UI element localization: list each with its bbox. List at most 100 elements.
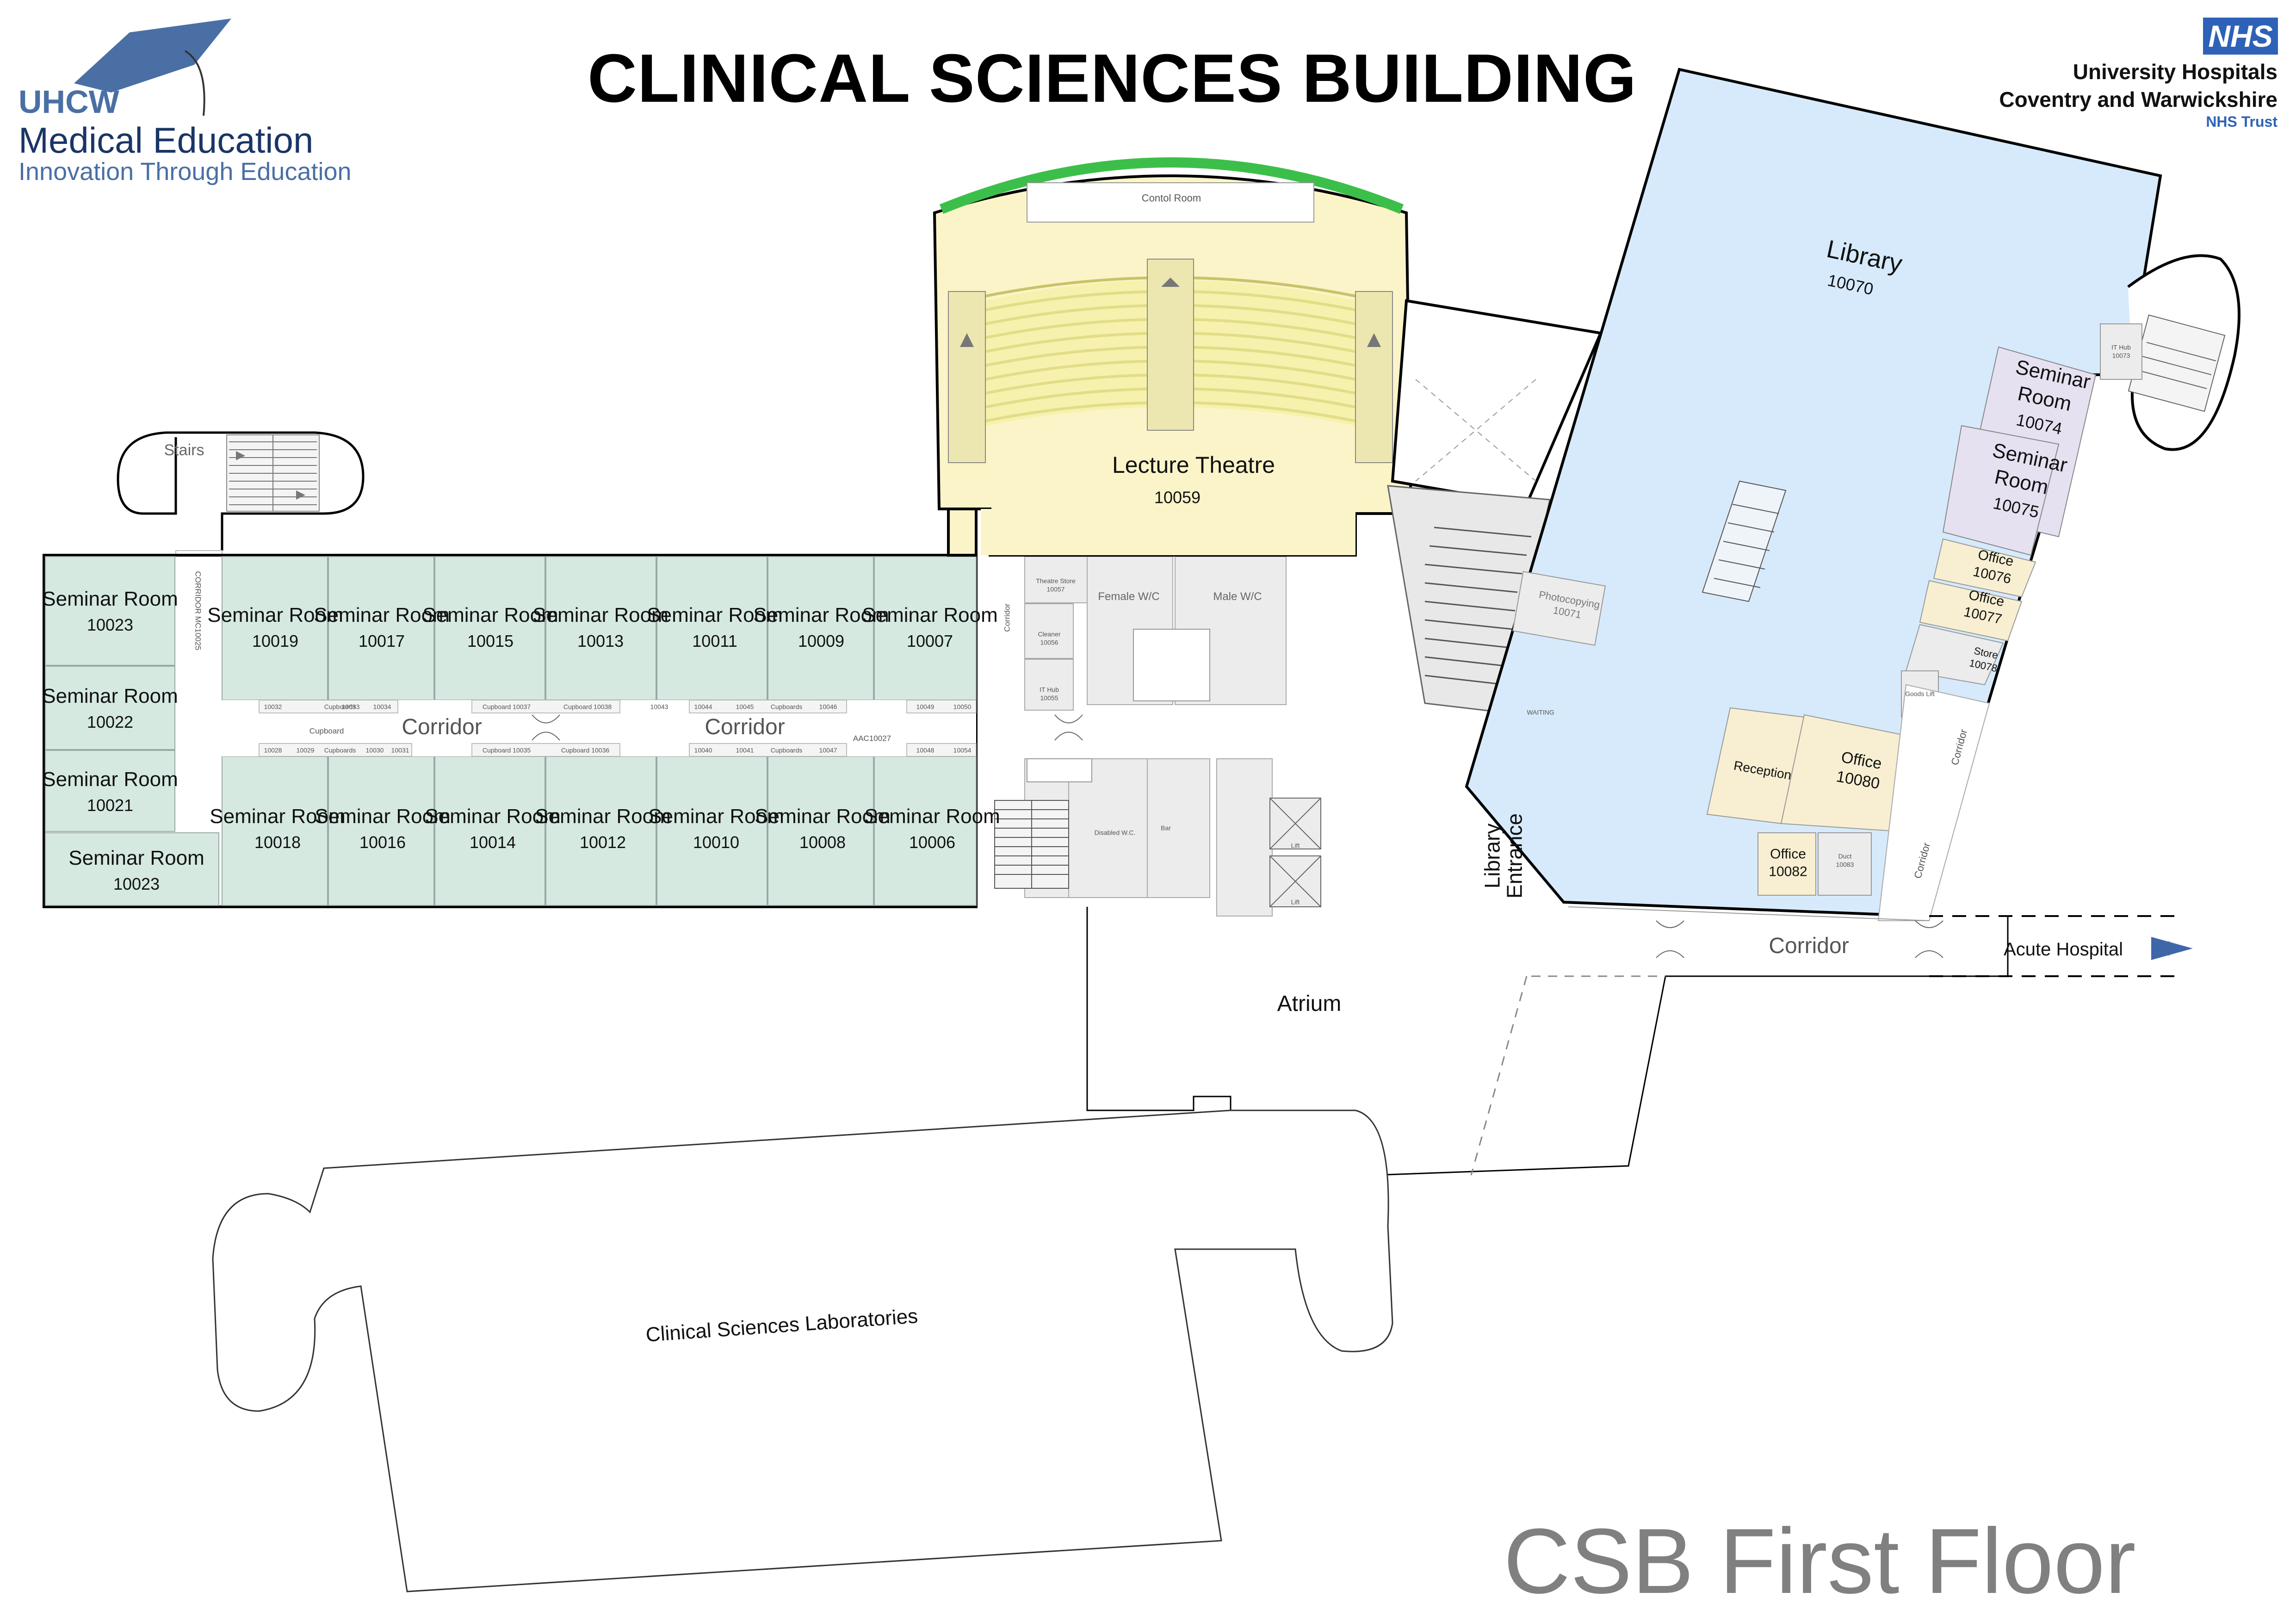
- stairs-label: Stairs: [164, 441, 204, 459]
- seminar-room-label[interactable]: Seminar Room 10008: [755, 804, 890, 853]
- lecture-theatre-label[interactable]: Lecture Theatre: [1112, 452, 1275, 478]
- room-number: 10013: [577, 632, 624, 650]
- cupboard-code: Cupboard 10037: [482, 703, 531, 711]
- room-number: 10023: [113, 874, 160, 893]
- room-number: 10019: [252, 632, 299, 650]
- female-wc-label[interactable]: Female W/C: [1098, 590, 1160, 603]
- library-inner-stair: [1702, 480, 1787, 602]
- it-hub-library: [2100, 323, 2142, 380]
- room-name: Seminar Room: [42, 588, 178, 610]
- room-number: 10007: [906, 632, 953, 650]
- it-hub-library-number: 10073: [2112, 352, 2130, 359]
- lift-label[interactable]: Lift: [1291, 898, 1300, 906]
- room-name: Seminar Room: [648, 805, 784, 828]
- room-name: Seminar Room: [315, 805, 451, 828]
- it-hub-name: IT Hub: [1040, 686, 1059, 694]
- cupboard-code: 10049: [916, 703, 934, 711]
- stairs-arrow: [296, 490, 305, 500]
- cupboard-code: 10030: [365, 746, 384, 754]
- cupboard-code: 10046: [819, 703, 837, 711]
- corridor-label: Corridor: [705, 715, 785, 739]
- office-number: 10082: [1769, 864, 1807, 879]
- room-name: Seminar Room: [422, 604, 558, 626]
- corridor-label: Corridor: [402, 715, 482, 739]
- cupboard-code: 10034: [373, 703, 391, 711]
- door-swings: [532, 714, 1943, 958]
- corridor-edge: [1568, 906, 1930, 921]
- seminar-room-label[interactable]: Seminar Room 10011: [647, 602, 782, 651]
- seminar-room-shapes: [45, 556, 977, 906]
- room-name: Seminar Room: [753, 604, 889, 626]
- room-number: 10018: [254, 833, 301, 852]
- trust-name-line2: Coventry and Warwickshire: [1999, 87, 2277, 112]
- acute-hospital-arrow-tail: [2151, 942, 2170, 955]
- room-number: 10014: [469, 833, 516, 852]
- cupboard-code: Cupboard 10035: [482, 746, 531, 754]
- seminar-room-label[interactable]: Seminar Room 10018: [210, 804, 345, 853]
- cupboard-code: 10040: [694, 746, 712, 754]
- room-name: Seminar Room: [42, 768, 178, 791]
- acute-hospital-label[interactable]: Acute Hospital: [2004, 939, 2123, 960]
- control-room-label: Contol Room: [1141, 192, 1201, 204]
- library-offices: [1706, 538, 2036, 896]
- theatre-store-number: 10057: [1046, 585, 1065, 593]
- cupboards-label: Cupboards: [770, 703, 803, 711]
- cupboard-code: Cupboard 10038: [563, 703, 612, 711]
- medical-education-logo: Medical Education: [19, 120, 314, 161]
- seminar-room-label[interactable]: Seminar Room 10014: [425, 804, 560, 853]
- room-name: Seminar Room: [647, 604, 783, 626]
- corridor-code: AAC10027: [853, 734, 891, 743]
- trust-name-line1: University Hospitals: [2073, 60, 2277, 84]
- waiting-label: WAITING: [1527, 708, 1554, 716]
- duct-name: Duct: [1838, 852, 1852, 860]
- room-number: 10008: [799, 833, 846, 852]
- disabled-wc-label[interactable]: Disabled W.C.: [1094, 829, 1136, 836]
- goods-lift-label[interactable]: Goods Lift: [1905, 690, 1935, 698]
- nhs-logo: NHS: [2203, 18, 2278, 55]
- library-entrance-label[interactable]: Library Entrance: [1480, 813, 1527, 899]
- floor-label: CSB First Floor: [1504, 1510, 2136, 1613]
- room-number: 10011: [692, 632, 737, 650]
- duct-number: 10083: [1836, 861, 1854, 868]
- it-hub-number: 10055: [1040, 694, 1058, 701]
- aisle-arrows: [960, 278, 1381, 347]
- room-name: Seminar Room: [425, 805, 561, 828]
- lift-label[interactable]: Lift: [1291, 842, 1300, 849]
- theatre-aisles: [948, 259, 1393, 463]
- room-name: Seminar Room: [535, 805, 671, 828]
- bar-label[interactable]: Bar: [1161, 824, 1171, 832]
- cupboard-code: 10033: [341, 703, 360, 711]
- cupboard-code: 10047: [819, 746, 837, 754]
- cupboard-code: 10050: [953, 703, 972, 711]
- room-number: 10022: [87, 712, 134, 731]
- male-wc-label[interactable]: Male W/C: [1213, 590, 1262, 603]
- room-name: Seminar Room: [210, 805, 346, 828]
- room-number: 10016: [359, 833, 406, 852]
- cupboard-code: 10044: [694, 703, 712, 711]
- seminar-room-label[interactable]: Seminar Room 10015: [422, 602, 558, 651]
- room-name: Seminar Room: [755, 805, 891, 828]
- lift-shafts: [1269, 798, 1321, 907]
- service-void: [1133, 629, 1210, 701]
- seminar-room-label[interactable]: Seminar Room 10016: [315, 804, 450, 853]
- cupboards-label: Cupboards: [324, 746, 356, 754]
- room-number: 10015: [467, 632, 514, 650]
